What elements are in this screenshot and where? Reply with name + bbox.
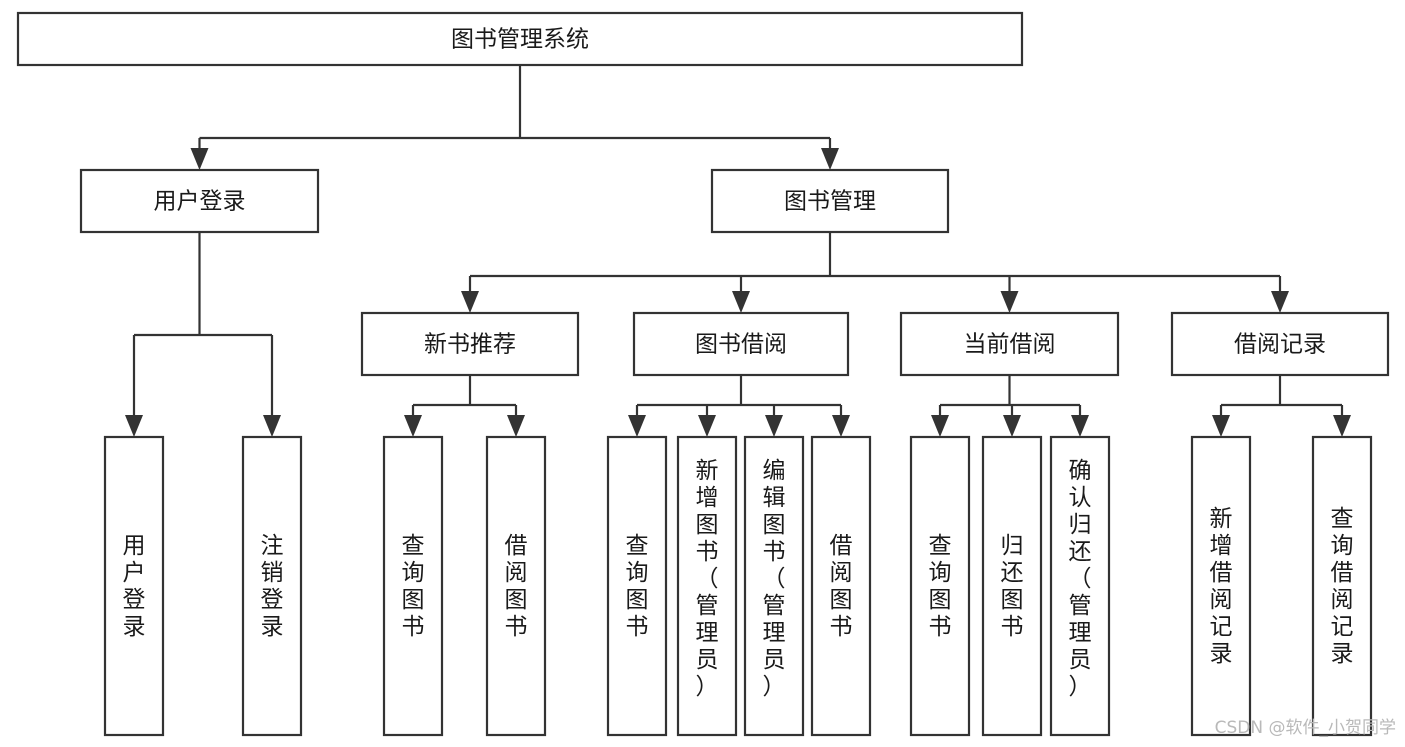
- leaf-node-label: 新增图书（管理员）: [696, 458, 719, 700]
- level3-node[interactable]: 图书借阅: [632, 311, 850, 377]
- leaf-node-label: 编辑图书（管理员）: [763, 458, 786, 700]
- leaf-node[interactable]: 归还图书: [981, 435, 1043, 737]
- level3-box[interactable]: [360, 311, 580, 377]
- arrow-head-icon: [1000, 291, 1019, 313]
- arrow-head-icon: [698, 415, 716, 437]
- level3-node-label: 当前借阅: [964, 332, 1056, 358]
- level3-node-label: 新书推荐: [424, 332, 516, 358]
- leaf-node-label: 借阅图书: [830, 533, 853, 640]
- leaf-box[interactable]: [606, 435, 668, 737]
- leaf-node-label: 确认归还（管理员）: [1069, 458, 1092, 700]
- arrow-head-icon: [821, 148, 839, 170]
- leaf-node[interactable]: 借阅图书: [810, 435, 872, 737]
- level2-node-label: 用户登录: [154, 189, 246, 215]
- arrow-head-icon: [1212, 415, 1230, 437]
- leaf-node-label: 用户登录: [123, 533, 146, 640]
- level3-node-label: 借阅记录: [1234, 332, 1326, 358]
- level3-box[interactable]: [632, 311, 850, 377]
- leaf-node[interactable]: 查询图书: [909, 435, 971, 737]
- arrow-head-icon: [1071, 415, 1089, 437]
- root-node-label: 图书管理系统: [451, 27, 589, 53]
- level2-node-label: 图书管理: [784, 189, 876, 215]
- leaf-node[interactable]: 新增图书（管理员）: [676, 435, 738, 737]
- leaf-box[interactable]: [382, 435, 444, 737]
- arrow-head-icon: [461, 291, 479, 313]
- node-layer: 图书管理系统用户登录图书管理新书推荐图书借阅当前借阅借阅记录用户登录注销登录查询…: [16, 11, 1390, 737]
- arrow-head-icon: [732, 291, 750, 313]
- leaf-box[interactable]: [909, 435, 971, 737]
- arrow-head-icon: [507, 415, 525, 437]
- root-node[interactable]: 图书管理系统: [16, 11, 1024, 67]
- leaf-box[interactable]: [1311, 435, 1373, 737]
- level2-box[interactable]: [710, 168, 950, 234]
- level3-box[interactable]: [1170, 311, 1390, 377]
- leaf-node[interactable]: 借阅图书: [485, 435, 547, 737]
- arrow-head-icon: [190, 148, 209, 170]
- leaf-box[interactable]: [485, 435, 547, 737]
- level3-node[interactable]: 新书推荐: [360, 311, 580, 377]
- leaf-node[interactable]: 新增借阅记录: [1190, 435, 1252, 737]
- leaf-node-label: 查询图书: [929, 533, 952, 640]
- leaf-node-label: 查询图书: [626, 533, 649, 640]
- level3-node[interactable]: 当前借阅: [899, 311, 1120, 377]
- arrow-head-icon: [1333, 415, 1351, 437]
- arrow-head-icon: [1003, 415, 1021, 437]
- leaf-node[interactable]: 确认归还（管理员）: [1049, 435, 1111, 737]
- leaf-node-label: 归还图书: [1001, 533, 1024, 640]
- leaf-box[interactable]: [981, 435, 1043, 737]
- leaf-node[interactable]: 查询图书: [382, 435, 444, 737]
- level3-node-label: 图书借阅: [695, 332, 787, 358]
- leaf-node[interactable]: 查询图书: [606, 435, 668, 737]
- leaf-box[interactable]: [103, 435, 165, 737]
- arrow-head-icon: [1271, 291, 1289, 313]
- arrow-head-icon: [263, 415, 281, 437]
- leaf-box[interactable]: [1190, 435, 1252, 737]
- arrow-head-icon: [125, 415, 143, 437]
- level2-node[interactable]: 图书管理: [710, 168, 950, 234]
- leaf-node[interactable]: 编辑图书（管理员）: [743, 435, 805, 737]
- arrow-head-icon: [765, 415, 783, 437]
- level2-box[interactable]: [79, 168, 320, 234]
- level3-node[interactable]: 借阅记录: [1170, 311, 1390, 377]
- level3-box[interactable]: [899, 311, 1120, 377]
- watermark-text: CSDN @软件_小贺同学: [1215, 718, 1396, 738]
- leaf-node-label: 查询图书: [402, 533, 425, 640]
- leaf-node[interactable]: 查询借阅记录: [1311, 435, 1373, 737]
- arrow-head-icon: [628, 415, 646, 437]
- arrow-head-icon: [931, 415, 949, 437]
- leaf-box[interactable]: [241, 435, 303, 737]
- arrow-head-icon: [404, 415, 422, 437]
- root-box[interactable]: [16, 11, 1024, 67]
- level2-node[interactable]: 用户登录: [79, 168, 320, 234]
- arrow-head-icon: [832, 415, 850, 437]
- leaf-box[interactable]: [676, 435, 738, 737]
- leaf-node-label: 查询借阅记录: [1331, 506, 1354, 667]
- leaf-box[interactable]: [743, 435, 805, 737]
- leaf-node-label: 注销登录: [261, 533, 284, 640]
- leaf-box[interactable]: [1049, 435, 1111, 737]
- leaf-node-label: 新增借阅记录: [1210, 506, 1233, 667]
- leaf-node[interactable]: 注销登录: [241, 435, 303, 737]
- leaf-node[interactable]: 用户登录: [103, 435, 165, 737]
- leaf-box[interactable]: [810, 435, 872, 737]
- connector-layer: [125, 65, 1351, 437]
- leaf-node-label: 借阅图书: [505, 533, 528, 640]
